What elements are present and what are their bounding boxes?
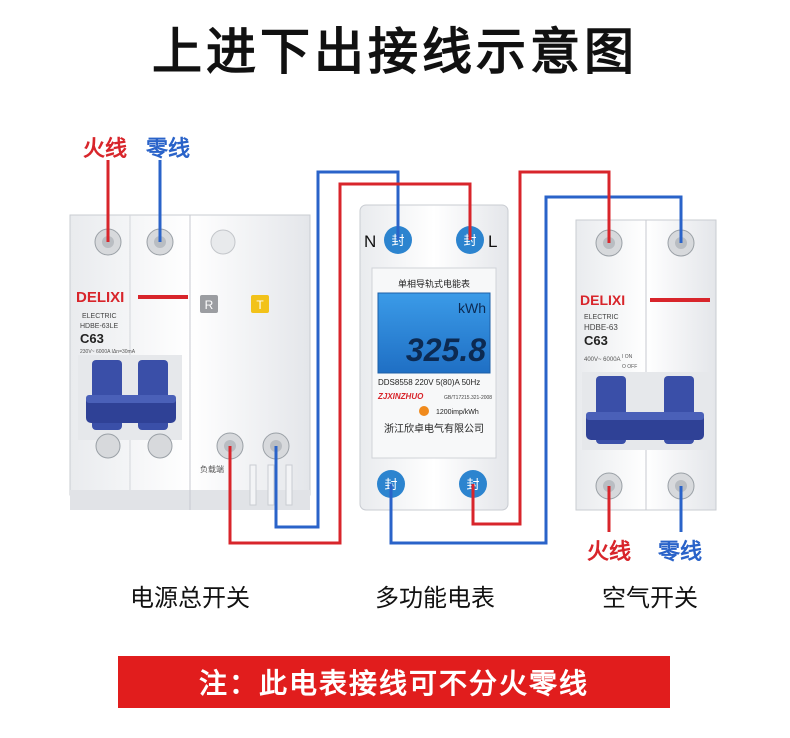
air-switch-on-label: I ON [622, 354, 633, 360]
meter-standard: GB/T17215.321-2008 [444, 395, 492, 401]
meter-spec-line: DDS8558 220V 5(80)A 50Hz [378, 378, 480, 387]
meter-maker: 浙江欣卓电气有限公司 [384, 422, 484, 435]
air-switch-rating: C63 [584, 333, 608, 348]
meter-brand: ZJXINZHUO [377, 392, 424, 401]
air-switch-model: HDBE-63 [584, 323, 618, 332]
caption-main-breaker: 电源总开关 [130, 584, 250, 612]
label-right-live: 火线 [587, 540, 632, 565]
label-left-live: 火线 [83, 137, 128, 162]
main-breaker-model: HDBE-63LE [80, 323, 118, 330]
meter-name: 单相导轨式电能表 [398, 278, 470, 290]
main-breaker-r-button: R [200, 295, 218, 313]
wire-meter-to-switch-live [471, 170, 611, 526]
wire-breaker-to-meter-live [228, 182, 472, 545]
air-switch-spec: 400V~ 6000A [584, 357, 621, 363]
caption-air-switch: 空气开关 [602, 584, 698, 612]
svg-text:封: 封 [463, 234, 476, 249]
air-switch-sub: ELECTRIC [584, 314, 619, 321]
main-breaker-t-button: T [251, 295, 269, 313]
note-banner: 注：此电表接线可不分火零线 [118, 656, 670, 708]
meter-terminal-n: N [364, 232, 376, 251]
meter-reading: 325.8 [406, 332, 486, 368]
meter-unit: kWh [458, 300, 486, 316]
svg-text:R: R [205, 298, 214, 312]
main-breaker-load-label: 负载端 [200, 464, 224, 474]
air-switch-off-label: O OFF [622, 364, 637, 370]
energy-meter: N L 封 封 单相导轨式电能表 kWh 325.8 DDS8558 220V … [359, 204, 509, 511]
svg-text:封: 封 [391, 234, 404, 249]
svg-text:T: T [256, 298, 264, 312]
air-switch: DELIXI ELECTRIC HDBE-63 C63 400V~ 6000A … [575, 219, 717, 511]
wire-meter-to-switch-neutral [389, 195, 683, 545]
main-breaker-spec: 230V~ 6000A IΔn=30mA [80, 349, 136, 355]
meter-screen [377, 292, 491, 374]
label-right-neutral: 零线 [658, 540, 703, 565]
main-breaker-handle [78, 355, 182, 440]
meter-pulse-led [419, 406, 429, 416]
label-left-neutral: 零线 [146, 137, 191, 162]
main-breaker-rating: C63 [80, 331, 104, 346]
meter-imp: 1200imp/kWh [436, 409, 479, 416]
caption-meter: 多功能电表 [375, 584, 495, 612]
meter-terminal-l: L [488, 232, 497, 251]
page-title: 上进下出接线示意图 [152, 23, 638, 81]
note-text: 注：此电表接线可不分火零线 [198, 667, 589, 700]
main-breaker: DELIXI ELECTRIC HDBE-63LE C63 230V~ 6000… [69, 214, 311, 510]
main-breaker-brand: DELIXI [76, 289, 124, 306]
air-switch-brand: DELIXI [580, 292, 625, 308]
air-switch-handle [582, 372, 710, 450]
wires [106, 160, 683, 545]
main-breaker-sub: ELECTRIC [82, 313, 117, 320]
